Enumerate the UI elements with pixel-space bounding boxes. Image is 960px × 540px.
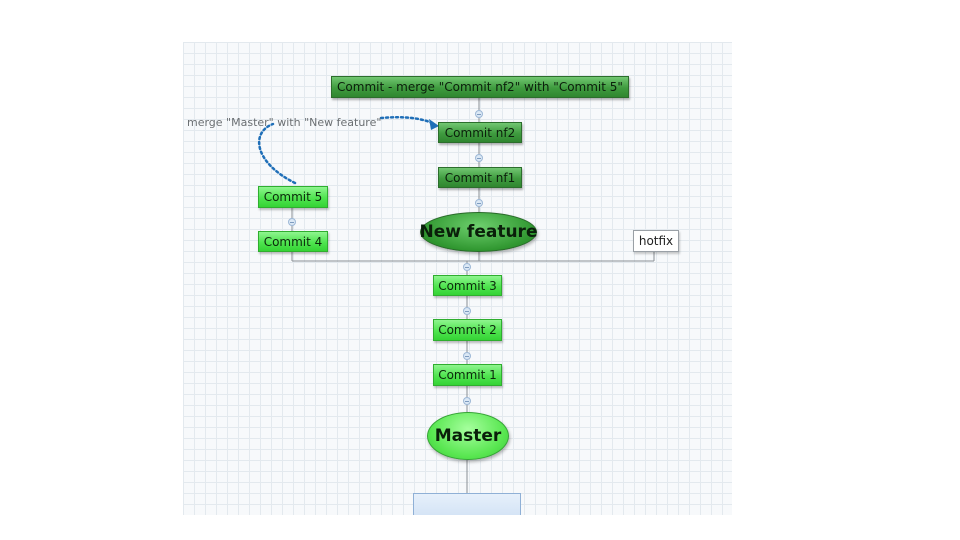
collapse-toggle-icon[interactable]: [288, 218, 296, 226]
collapse-toggle-icon[interactable]: [463, 263, 471, 271]
node-new-feature[interactable]: New feature: [420, 212, 537, 252]
collapse-toggle-icon[interactable]: [475, 110, 483, 118]
node-commit-nf2[interactable]: Commit nf2: [438, 122, 522, 143]
collapse-toggle-icon[interactable]: [475, 199, 483, 207]
node-commit-4[interactable]: Commit 4: [258, 231, 328, 252]
collapse-toggle-icon[interactable]: [463, 307, 471, 315]
root-topic-box[interactable]: [413, 493, 521, 515]
collapse-toggle-icon[interactable]: [463, 352, 471, 360]
node-commit-2[interactable]: Commit 2: [433, 319, 502, 341]
node-hotfix[interactable]: hotfix: [633, 230, 679, 252]
node-commit-3[interactable]: Commit 3: [433, 275, 502, 296]
merge-arrowhead: [429, 119, 439, 130]
mindmap-canvas: merge "Master" with "New feature" Commit…: [183, 42, 732, 515]
node-master[interactable]: Master: [427, 412, 509, 460]
collapse-toggle-icon[interactable]: [463, 397, 471, 405]
merge-dotted-curve: [258, 122, 297, 185]
collapse-toggle-icon[interactable]: [475, 154, 483, 162]
merge-annotation-label: merge "Master" with "New feature": [187, 116, 382, 129]
node-commit-5[interactable]: Commit 5: [258, 186, 328, 208]
node-merge-commit[interactable]: Commit - merge "Commit nf2" with "Commit…: [331, 76, 629, 98]
merge-dotted-arrow: [379, 116, 437, 126]
node-commit-nf1[interactable]: Commit nf1: [438, 167, 522, 188]
node-commit-1[interactable]: Commit 1: [433, 364, 502, 386]
connector-lines: [258, 98, 655, 493]
